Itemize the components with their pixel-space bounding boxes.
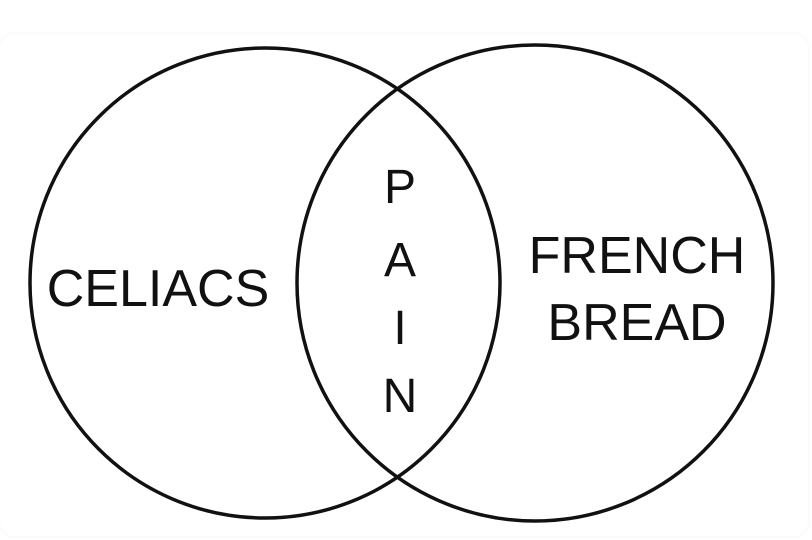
- right-label-line1: FRENCH: [529, 227, 746, 285]
- left-circle: [28, 46, 502, 520]
- overlap-letter-p: P: [384, 161, 416, 214]
- overlap-letter-a: A: [384, 234, 416, 287]
- background-card: [0, 34, 808, 536]
- left-label: CELIACS: [47, 260, 270, 318]
- overlap-letter-i: I: [393, 302, 406, 355]
- right-label-line2: BREAD: [547, 294, 726, 352]
- overlap-letter-n: N: [383, 370, 418, 423]
- right-circle: [295, 43, 775, 523]
